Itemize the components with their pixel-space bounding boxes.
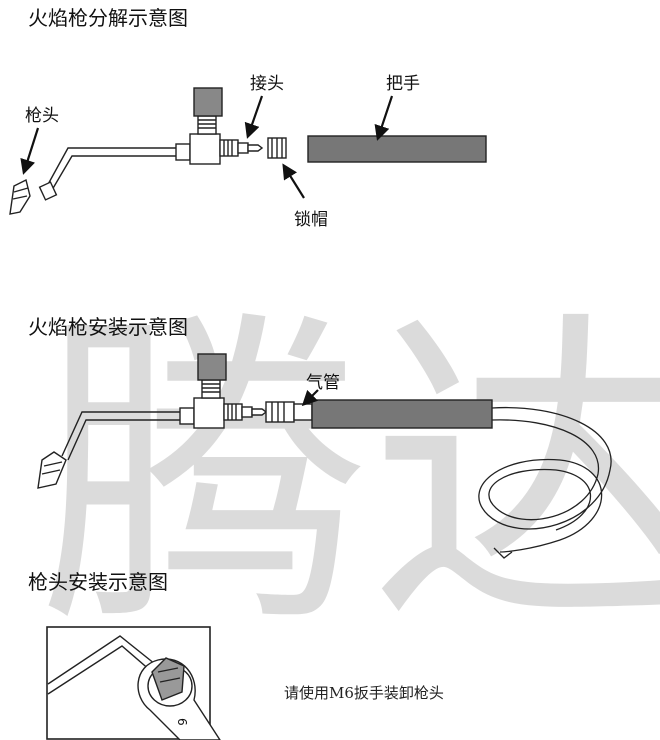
handle-arrow: [374, 95, 394, 141]
installation-view-title: 火焰枪安装示意图: [28, 315, 188, 339]
tip-installation-title: 枪头安装示意图: [28, 570, 168, 594]
lock-cap: [267, 137, 287, 159]
lock-cap-label: 锁帽: [294, 210, 328, 230]
installation-view-drawing: [37, 353, 612, 559]
tip-in-wrench: [151, 657, 185, 701]
gas-hose-coil: [478, 406, 612, 559]
exploded-view-drawing: [9, 87, 487, 215]
valve-body: [175, 87, 264, 165]
gun-tip-arrow: [20, 127, 40, 175]
wrench-instruction-caption: 请使用M6扳手装卸枪头: [284, 684, 444, 702]
installed-gun-tip: [37, 451, 67, 489]
gas-pipe-arrow: [301, 389, 319, 407]
connector-label: 接头: [250, 74, 284, 94]
gun-tip-label: 枪头: [25, 106, 59, 126]
connector-arrow: [244, 95, 264, 139]
bent-tube: [38, 147, 184, 201]
handle-label: 把手: [386, 74, 420, 94]
gas-pipe-label: 气管: [306, 373, 340, 393]
handle-bar: [307, 135, 487, 163]
lock-cap-arrow: [282, 163, 305, 199]
tip-installation-drawing: 6: [46, 626, 221, 740]
installed-handle: [311, 399, 493, 429]
wrench-size-mark: 6: [175, 718, 189, 726]
exploded-view-title: 火焰枪分解示意图: [28, 6, 188, 30]
loose-gun-tip: [9, 178, 31, 215]
